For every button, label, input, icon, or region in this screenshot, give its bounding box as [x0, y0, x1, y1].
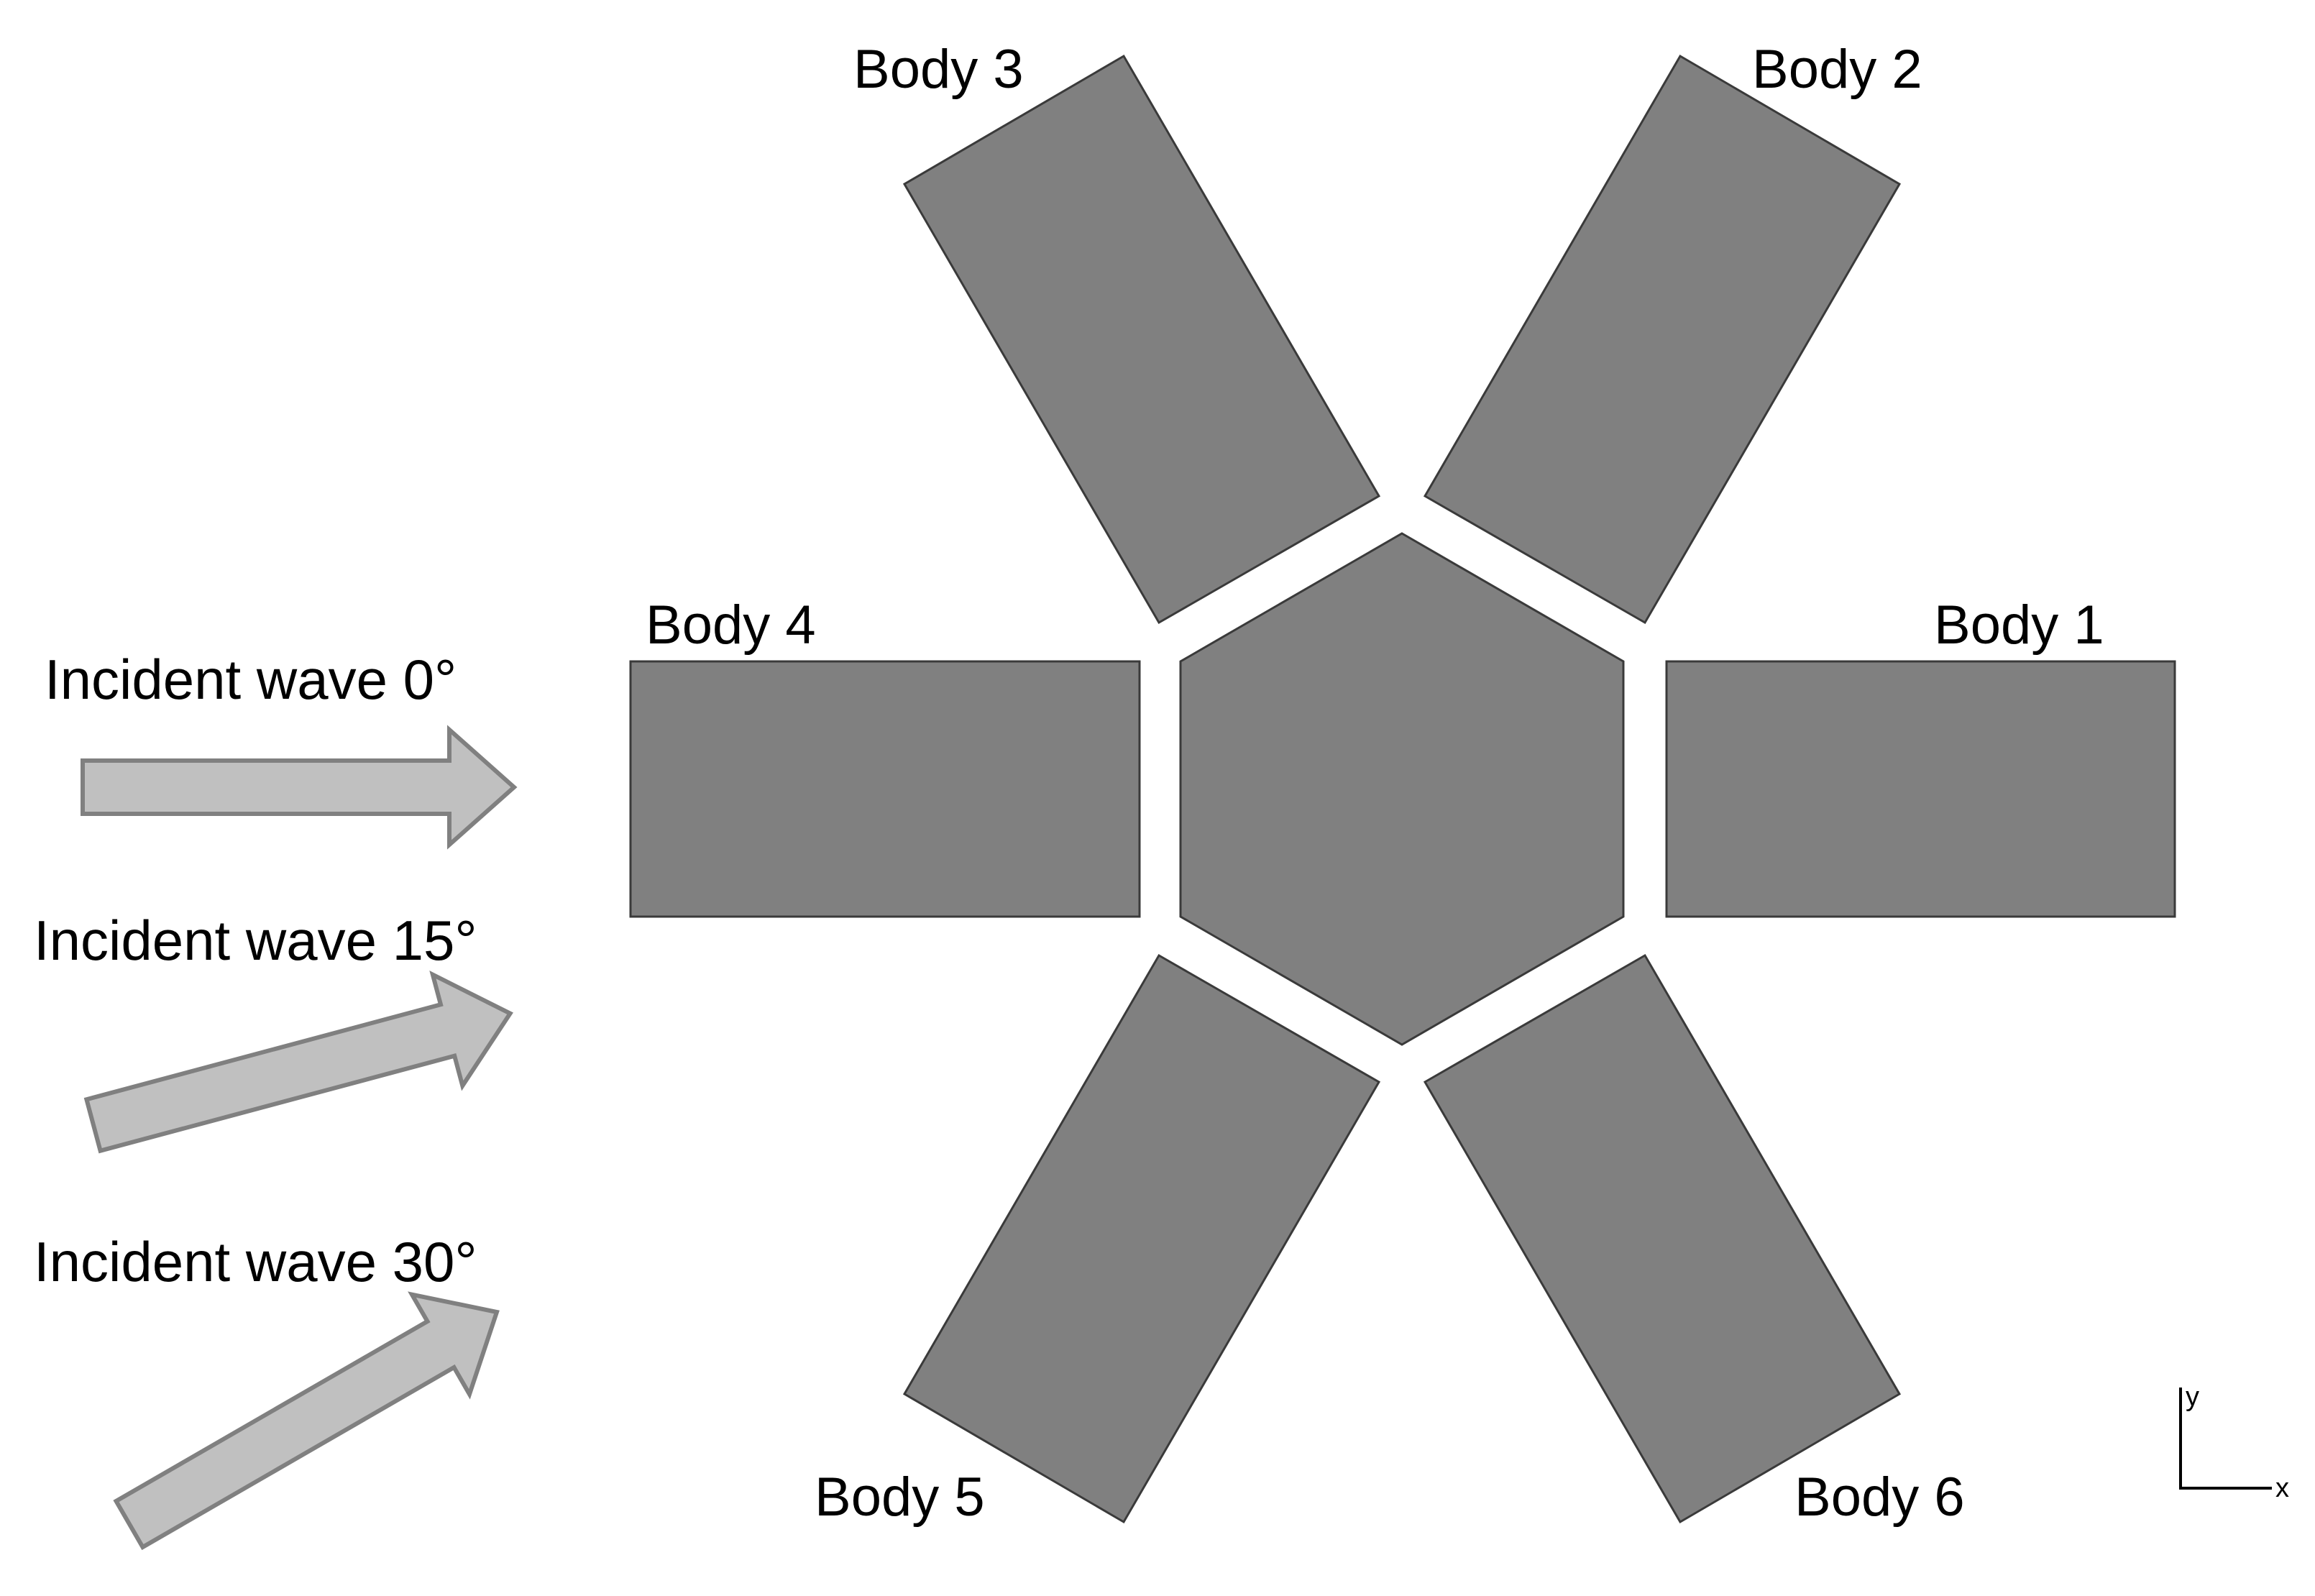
incident-wave-0-arrow	[81, 725, 518, 850]
axis-y-label: y	[2186, 1382, 2199, 1412]
axis-x-label: x	[2275, 1473, 2289, 1503]
body-2-label: Body 2	[1752, 39, 1922, 100]
body-3-shape	[902, 54, 1381, 625]
body-1-label: Body 1	[1934, 595, 2104, 656]
body-3-label: Body 3	[853, 39, 1024, 100]
axis-lines	[2179, 1388, 2272, 1490]
body-4-label: Body 4	[646, 595, 816, 656]
incident-wave-15-arrow	[83, 971, 513, 1154]
body-2-shape	[1423, 54, 1902, 625]
incident-wave-30-arrow	[113, 1291, 500, 1551]
body-6-shape	[1423, 953, 1902, 1524]
axis-indicator: y x	[2179, 1382, 2289, 1503]
incident-wave-30-label: Incident wave 30°	[34, 1230, 477, 1293]
body-5-label: Body 5	[815, 1467, 985, 1528]
body-6-label: Body 6	[1794, 1467, 1965, 1528]
incident-wave-15-label: Incident wave 15°	[34, 909, 477, 972]
body-1-shape	[1665, 660, 2176, 918]
central-hexagon	[1179, 532, 1625, 1046]
body-5-shape	[902, 953, 1381, 1524]
body-4-shape	[629, 660, 1141, 918]
incident-wave-0-label: Incident wave 0°	[45, 648, 457, 711]
